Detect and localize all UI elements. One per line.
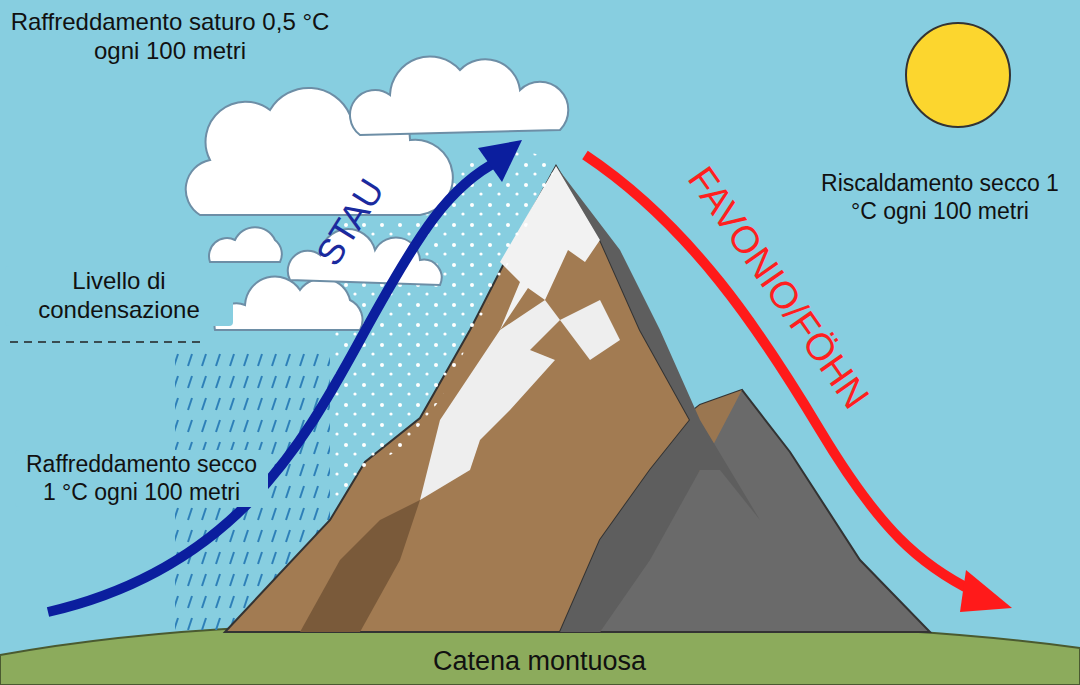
condensation-label: Livello di condensazione xyxy=(5,266,233,326)
caption-saturated: Raffreddamento saturo 0,5 °C ogni 100 me… xyxy=(5,8,335,66)
peak-rock xyxy=(300,500,420,632)
stau-arrowhead xyxy=(478,140,522,182)
caption-dry-warming: Riscaldamento secco 1 °C ogni 100 metri xyxy=(815,170,1065,225)
condensation-line xyxy=(10,341,205,343)
sun xyxy=(906,23,1010,127)
foehn-arrowhead xyxy=(960,570,1012,612)
caption-dry-cooling: Raffreddamento secco 1 °C ogni 100 metri xyxy=(15,450,268,507)
clouds xyxy=(186,56,569,330)
snow-patch xyxy=(560,300,620,360)
stau-arrow xyxy=(48,160,500,612)
mountain-range-label: Catena montuosa xyxy=(433,645,646,677)
